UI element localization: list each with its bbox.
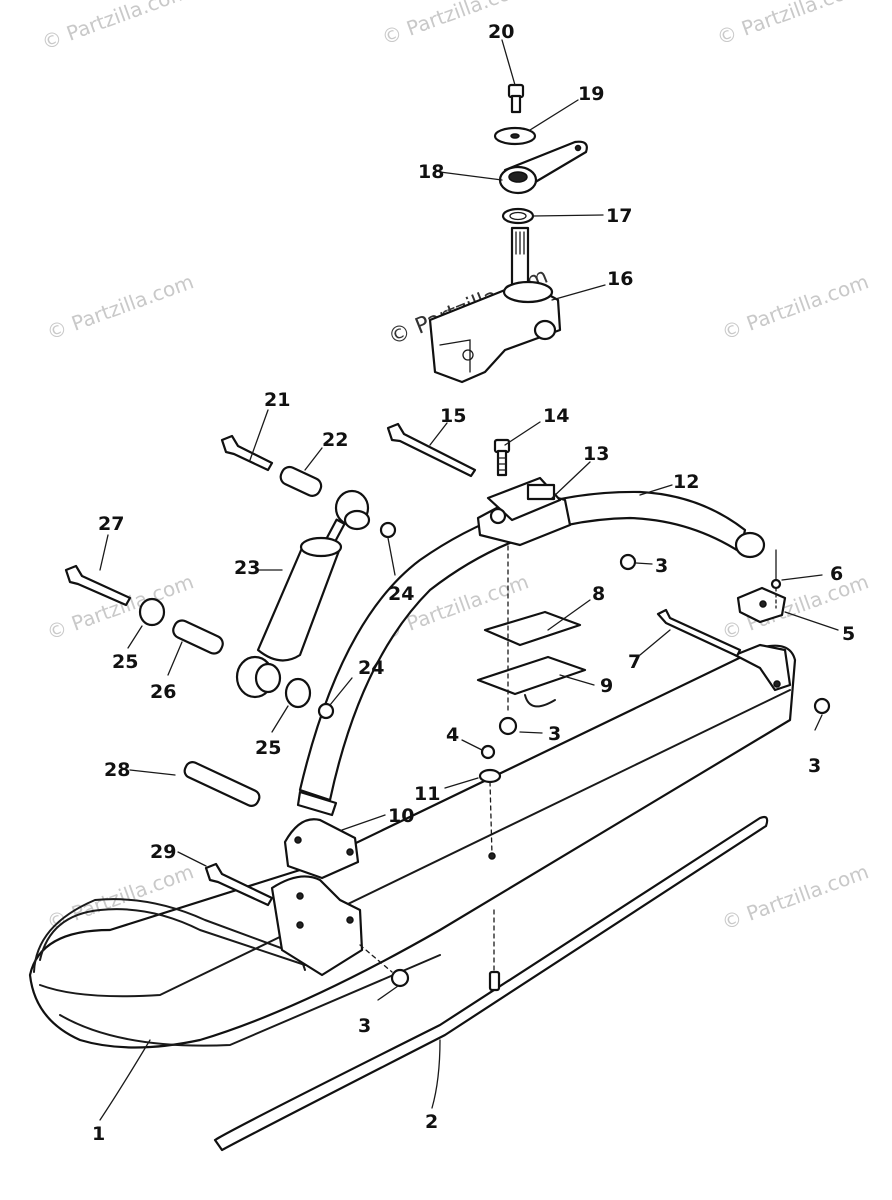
leader-lines	[99, 39, 839, 1121]
ski-saddle-bracket	[270, 875, 364, 977]
pad-9	[476, 655, 587, 696]
leaf-spring	[298, 490, 747, 802]
rear-bracket	[733, 643, 792, 692]
bolt-21	[220, 434, 274, 472]
callout-27: 27	[98, 513, 124, 535]
nut-3-saddle	[619, 553, 637, 571]
wear-bar	[213, 815, 769, 1152]
ski-body	[28, 644, 797, 1049]
callout-6: 6	[830, 563, 843, 585]
watermark: © Partzilla.com	[39, 0, 192, 55]
shock-lower-bore	[254, 662, 282, 694]
callout-20: 20	[488, 21, 514, 43]
spindle-collar	[502, 280, 554, 304]
nut-24-upper	[379, 521, 397, 539]
callout-11: 11	[414, 783, 440, 805]
pin-28	[183, 761, 261, 807]
callout-13: 13	[583, 443, 609, 465]
callout-3: 3	[548, 723, 561, 745]
callout-25: 25	[255, 737, 281, 759]
watermark: © Partzilla.com	[719, 269, 872, 344]
bushing-25-upper	[138, 597, 166, 627]
callout-10: 10	[388, 805, 414, 827]
wear-bar-stud	[488, 970, 501, 992]
pad-8	[483, 610, 582, 647]
callout-16: 16	[607, 268, 633, 290]
callout-21: 21	[264, 389, 290, 411]
pads-and-saddle	[386, 422, 831, 860]
watermark: © Partzilla.com	[719, 859, 872, 934]
callout-18: 18	[418, 161, 444, 183]
shock-upper-bore	[343, 509, 371, 531]
callout-24: 24	[358, 657, 384, 679]
ring-17-inner	[509, 211, 527, 221]
callout-3: 3	[358, 1015, 371, 1037]
callout-2: 2	[425, 1111, 438, 1133]
callout-19: 19	[578, 83, 604, 105]
nut-3-pad	[498, 716, 518, 736]
front-mount	[183, 761, 410, 988]
washer-19-hole	[510, 133, 520, 139]
callout-3: 3	[808, 755, 821, 777]
saddle-bore	[489, 507, 507, 525]
bolt-15	[386, 422, 477, 478]
spindle-assembly	[428, 83, 588, 384]
shock-top-cap	[299, 536, 343, 558]
callout-3: 3	[655, 555, 668, 577]
bolt-20-shank	[510, 94, 522, 114]
watermark: © Partzilla.com	[44, 269, 197, 344]
ring-17	[501, 207, 535, 225]
callout-17: 17	[606, 205, 632, 227]
bushing-25-lower	[284, 677, 312, 709]
callout-4: 4	[446, 724, 459, 746]
leaf-spring-12	[296, 490, 766, 817]
callout-8: 8	[592, 583, 605, 605]
watermark: © Partzilla.com	[714, 0, 867, 50]
saddle-13-block	[526, 483, 556, 501]
nut-4	[480, 744, 496, 760]
callout-26: 26	[150, 681, 176, 703]
steering-arm-bore	[508, 171, 528, 183]
nut-3-front	[390, 968, 410, 988]
callout-5: 5	[842, 623, 855, 645]
sleeve-26	[172, 619, 224, 655]
bolt-27	[64, 564, 132, 607]
callout-29: 29	[150, 841, 176, 863]
wear-bar-2	[213, 815, 769, 1152]
ski	[28, 643, 797, 1049]
bolt-29	[204, 862, 274, 907]
callout-9: 9	[600, 675, 613, 697]
callout-28: 28	[104, 759, 130, 781]
spindle-boss	[533, 319, 557, 341]
callout-1: 1	[92, 1123, 105, 1145]
callout-24: 24	[388, 583, 414, 605]
sleeve-22	[279, 465, 323, 497]
ski-loop	[39, 908, 306, 966]
shock-absorber-23	[256, 540, 342, 662]
callout-22: 22	[322, 429, 348, 451]
bolt-7	[656, 608, 742, 658]
callout-15: 15	[440, 405, 466, 427]
spring-front-eye	[296, 790, 338, 817]
washer-11	[478, 768, 502, 784]
spring-rear-eye	[734, 531, 766, 559]
callout-labels: 1 2 3 3 3 3 4 5 6 7 8 9 10 11 12 13 14 1…	[92, 21, 855, 1145]
bolt-14-shank	[496, 449, 508, 477]
callout-7: 7	[628, 651, 641, 673]
callout-23: 23	[234, 557, 260, 579]
callout-12: 12	[673, 471, 699, 493]
nut-24-lower	[317, 702, 335, 720]
nut-3-right	[813, 697, 831, 715]
bracket-10	[283, 818, 360, 880]
shock-assembly	[64, 434, 397, 720]
callout-14: 14	[543, 405, 569, 427]
callout-25: 25	[112, 651, 138, 673]
steering-arm-hole	[574, 144, 582, 152]
